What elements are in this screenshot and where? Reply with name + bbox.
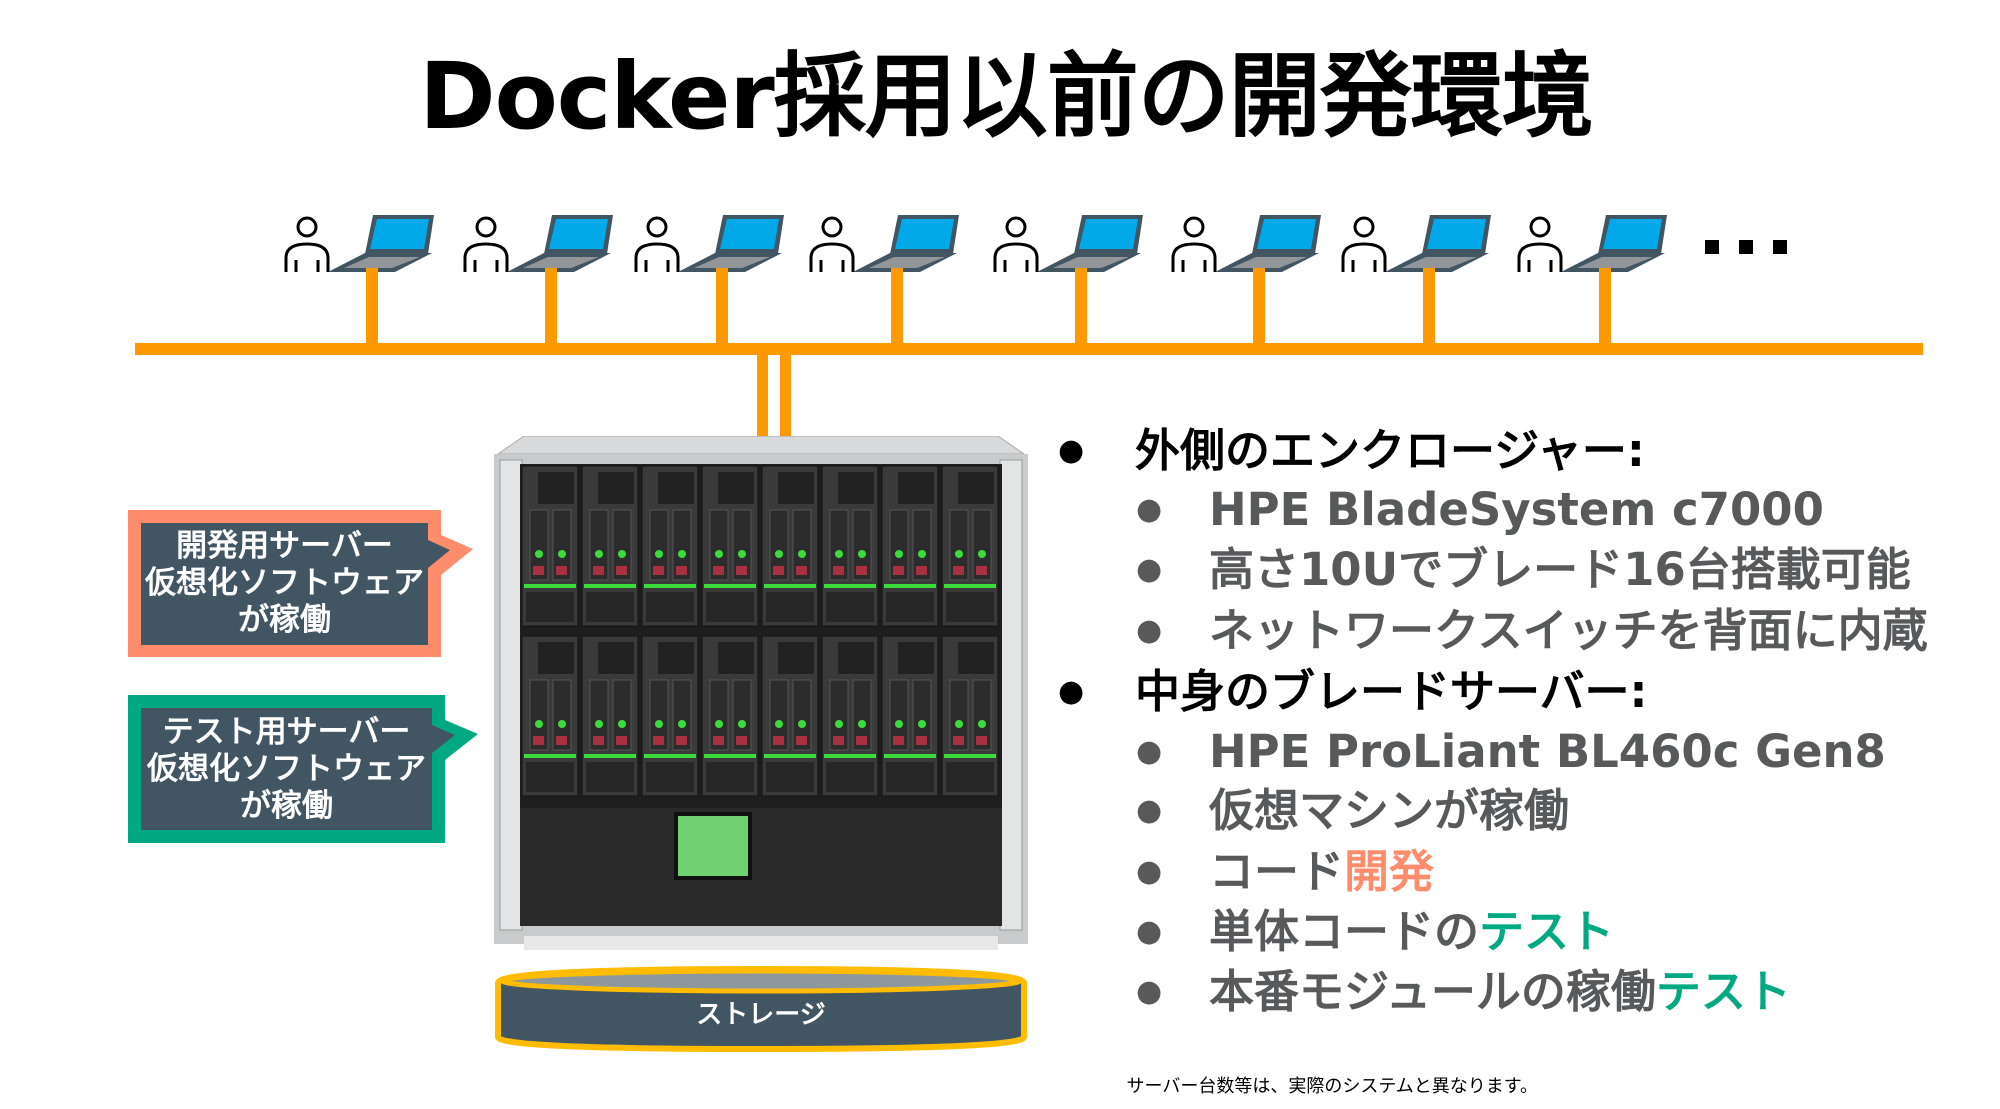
item-text: HPE ProLiant BL460c Gen8	[1209, 725, 1886, 778]
enclosure-item: ネットワークスイッチを背面に内蔵	[1209, 604, 1928, 657]
blade-server-icon	[941, 635, 999, 797]
blade-server-icon	[941, 465, 999, 627]
client-workstation-icon	[809, 215, 959, 272]
laptop-icon	[853, 215, 959, 272]
bullet-icon: ●	[1136, 552, 1163, 587]
server-uplink-line	[780, 349, 791, 455]
slide-title: Docker採用以前の開発環境	[419, 43, 1594, 150]
blades-item: 本番モジュールの稼働テスト	[1209, 964, 1791, 1020]
blade-server-icon	[881, 465, 939, 627]
callout-shape	[128, 695, 478, 843]
storage-cylinder-icon	[495, 965, 1027, 1053]
blade-server-icon	[821, 635, 879, 797]
laptop-icon	[328, 215, 434, 272]
client-workstation-icon	[1517, 215, 1667, 272]
person-icon	[993, 216, 1039, 272]
client-workstation-icon	[463, 215, 613, 272]
server-uplink-line	[757, 349, 768, 455]
footnote: サーバー台数等は、実際のシステムと異なります。	[1126, 1076, 1538, 1097]
client-drop-line	[1253, 268, 1265, 348]
blade-server-icon	[581, 465, 639, 627]
blade-server-icon	[641, 635, 699, 797]
blade-server-icon	[701, 465, 759, 627]
enclosure-item: HPE BladeSystem c7000	[1209, 483, 1824, 536]
blade-server-icon	[521, 465, 579, 627]
callout-line: 開発用サーバー	[176, 528, 393, 564]
client-workstation-icon	[284, 215, 434, 272]
blade-server-icon	[881, 635, 939, 797]
highlight-text: 開発	[1344, 845, 1435, 898]
client-workstation-icon	[993, 215, 1143, 272]
blade-server-icon	[761, 465, 819, 627]
callout-line: が稼働	[240, 788, 333, 824]
client-drop-line	[716, 268, 728, 348]
bullet-icon: ●	[1136, 613, 1163, 648]
client-workstation-icon	[634, 215, 784, 272]
blades-item: 仮想マシンが稼働	[1209, 783, 1569, 839]
client-drop-line	[545, 268, 557, 348]
person-icon	[1171, 216, 1217, 272]
client-drop-line	[891, 268, 903, 348]
laptop-icon	[1037, 215, 1143, 272]
person-icon	[634, 216, 680, 272]
blade-enclosure-image	[494, 436, 1028, 950]
item-text: 単体コードの	[1209, 905, 1480, 958]
laptop-icon	[507, 215, 613, 272]
storage-label: ストレージ	[696, 1000, 826, 1030]
person-icon	[284, 216, 330, 272]
blade-server-icon	[641, 465, 699, 627]
more-clients-ellipsis-icon	[1705, 240, 1791, 254]
network-bus-line	[135, 343, 1923, 355]
client-workstation-icon	[1171, 215, 1321, 272]
person-icon	[1517, 216, 1563, 272]
item-text: 本番モジュールの稼働	[1209, 965, 1656, 1018]
item-text: コード	[1209, 845, 1345, 898]
client-drop-line	[1423, 268, 1435, 348]
callout-line: 仮想化ソフトウェア	[147, 751, 426, 787]
blade-server-icon	[821, 465, 879, 627]
blade-server-icon	[581, 635, 639, 797]
laptop-icon	[1215, 215, 1321, 272]
bullet-icon: ●	[1136, 974, 1163, 1009]
item-text: 仮想マシンが稼働	[1209, 784, 1570, 837]
callout-line: テスト用サーバー	[162, 714, 411, 750]
person-icon	[1341, 216, 1387, 272]
callout-line: が稼働	[238, 602, 331, 638]
highlight-text: テスト	[1655, 965, 1791, 1018]
bullet-icon: ●	[1136, 492, 1163, 527]
bullet-icon: ●	[1136, 854, 1163, 889]
bullet-icon: ●	[1136, 793, 1163, 828]
client-drop-line	[366, 268, 378, 348]
enclosure-item: 高さ10Uでブレード16台搭載可能	[1209, 543, 1911, 596]
blade-server-icon	[761, 635, 819, 797]
person-icon	[463, 216, 509, 272]
person-icon	[809, 216, 855, 272]
callout-shape	[128, 510, 473, 657]
bullet-icon: ●	[1058, 674, 1085, 709]
highlight-text: テスト	[1479, 905, 1615, 958]
blades-item: HPE ProLiant BL460c Gen8	[1209, 724, 1886, 780]
blade-server-icon	[521, 635, 579, 797]
client-workstation-icon	[1341, 215, 1491, 272]
client-drop-line	[1599, 268, 1611, 348]
callout-line: 仮想化ソフトウェア	[145, 565, 424, 601]
client-drop-line	[1075, 268, 1087, 348]
laptop-icon	[1561, 215, 1667, 272]
laptop-icon	[678, 215, 784, 272]
bullet-icon: ●	[1136, 914, 1163, 949]
blade-server-icon	[701, 635, 759, 797]
laptop-icon	[1385, 215, 1491, 272]
bullet-icon: ●	[1136, 734, 1163, 769]
bullet-icon: ●	[1058, 433, 1085, 468]
blades-item: コード開発	[1209, 844, 1434, 900]
enclosure-heading: 外側のエンクロージャー:	[1135, 424, 1645, 477]
blades-heading: 中身のブレードサーバー:	[1135, 665, 1648, 718]
blades-item: 単体コードのテスト	[1209, 904, 1614, 960]
